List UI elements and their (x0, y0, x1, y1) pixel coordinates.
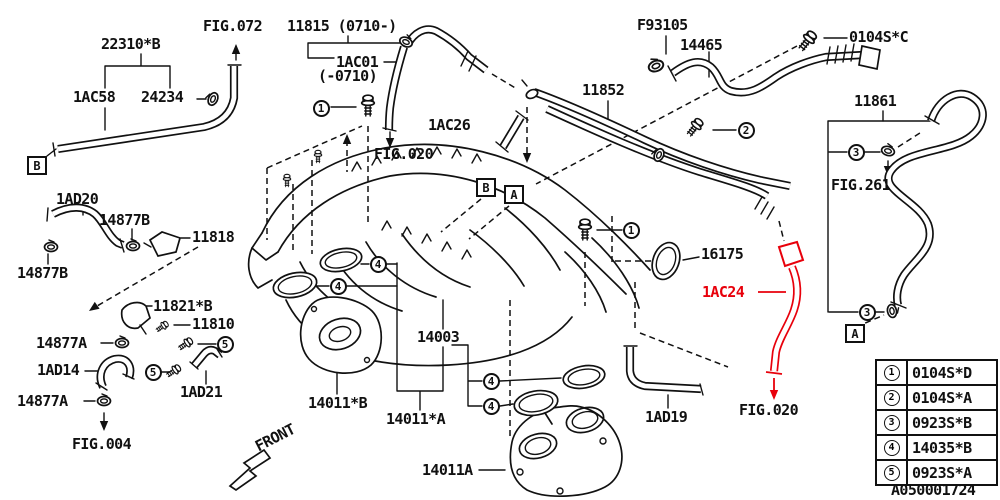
hose-1AC01-upper (405, 26, 488, 72)
callout-circle-4: 4 (329, 277, 347, 295)
gasket-rings (272, 241, 681, 425)
legend-callout-number: 3 (877, 411, 908, 434)
callout-circle-5: 5 (144, 363, 162, 381)
legend-part-code: 0104S*D (912, 363, 972, 382)
part-label-14003: 14003 (417, 328, 460, 346)
hose-11861 (886, 91, 986, 306)
callout-circle-3: 3 (858, 303, 876, 321)
connector-ref-box-B: B (476, 178, 496, 197)
throttle-body-14011A-drawing (509, 405, 623, 497)
legend-callout-number: 5 (877, 461, 908, 484)
legend-part-code: 0923S*A (912, 463, 972, 482)
part-label-14011B: 14011*B (308, 394, 368, 412)
throttle-body-14011B-drawing (299, 296, 383, 374)
legend-row: 1 0104S*D (877, 361, 996, 384)
part-label-14011A: 14011A (422, 461, 473, 479)
part-label-14877B-upper: 14877B (99, 211, 150, 229)
hoses-and-pipes (51, 25, 987, 394)
pipe-11852-upper (533, 89, 791, 189)
part-label-16175: 16175 (701, 245, 744, 263)
part-label-1AC01: 1AC01 (336, 53, 379, 71)
part-label-1AC58: 1AC58 (73, 88, 116, 106)
part-label-22310B: 22310*B (101, 35, 161, 53)
part-label-11815: 11815 (0710-) (287, 17, 397, 35)
callout-circle-4: 4 (369, 255, 387, 273)
part-label-11861: 11861 (854, 92, 897, 110)
callout-circle-2: 2 (737, 121, 755, 139)
part-label-1AC26: 1AC26 (428, 116, 471, 134)
leader-lines (46, 35, 931, 471)
legend-row: 4 14035*B (877, 434, 996, 459)
hose-1AD21 (192, 347, 222, 368)
fig-ref-020-bottom: FIG.020 (739, 401, 799, 419)
legend-number-circle: 5 (883, 464, 900, 481)
part-label-1AC24: 1AC24 (702, 283, 745, 301)
legend-part-code: 0104S*A (912, 388, 972, 407)
legend-row: 5 0923S*A (877, 459, 996, 484)
callout-circle-5: 5 (216, 335, 234, 353)
drawing-number: A050001724 (891, 481, 976, 499)
part-label-14877A-upper: 14877A (36, 334, 87, 352)
part-label-1AC01-range: (-0710) (318, 67, 378, 85)
pipe-1AD19 (627, 347, 702, 392)
part-label-1AD21: 1AD21 (180, 383, 223, 401)
part-label-11821B: 11821*B (153, 297, 213, 315)
highlighted-hose-1AC24 (754, 196, 805, 400)
part-label-11818: 11818 (192, 228, 235, 246)
legend-callout-number: 4 (877, 436, 908, 459)
legend-part-code: 14035*B (912, 438, 972, 457)
legend-row: 3 0923S*B (877, 409, 996, 434)
part-label-14877B-lower: 14877B (17, 264, 68, 282)
legend-number-circle: 3 (883, 414, 900, 431)
legend-part-code: 0923S*B (912, 413, 972, 432)
part-label-14877A-lower: 14877A (17, 392, 68, 410)
callout-circle-3: 3 (847, 143, 865, 161)
fittings-and-caps (46, 43, 940, 396)
part-label-14465: 14465 (680, 36, 723, 54)
legend-number-circle: 1 (883, 364, 900, 381)
legend-number-circle: 4 (883, 439, 900, 456)
connector-ref-box-B: B (27, 156, 47, 175)
part-label-11852: 11852 (582, 81, 625, 99)
callout-circle-4: 4 (482, 372, 500, 390)
hose-1AD20 (51, 205, 124, 248)
connector-ref-box-A: A (845, 324, 865, 343)
callout-circle-1: 1 (622, 221, 640, 239)
fig-ref-020-top: FIG.020 (374, 145, 434, 163)
legend-callout-number: 1 (877, 361, 908, 384)
part-label-24234: 24234 (141, 88, 184, 106)
part-label-1AD14: 1AD14 (37, 361, 80, 379)
legend-callout-number: 2 (877, 386, 908, 409)
part-label-11810: 11810 (192, 315, 235, 333)
part-label-0104SC: 0104S*C (849, 28, 909, 46)
legend-number-circle: 2 (883, 389, 900, 406)
fig-ref-004: FIG.004 (72, 435, 132, 453)
part-label-1AD20: 1AD20 (56, 190, 99, 208)
hose-14465 (671, 52, 863, 95)
fig-ref-072: FIG.072 (203, 17, 263, 35)
pipe-11852-lower (546, 106, 769, 199)
pipe-1AC26 (500, 115, 524, 149)
legend-table: 1 0104S*D 2 0104S*A 3 0923S*B 4 14035*B 5 0923S*A (875, 359, 998, 486)
hose-1AD14 (98, 356, 133, 389)
callout-circle-1: 1 (312, 99, 330, 117)
pipe-22310 (57, 66, 237, 152)
part-label-F93105: F93105 (637, 16, 688, 34)
connector-ref-box-A: A (504, 185, 524, 204)
callout-circle-4: 4 (482, 397, 500, 415)
legend-row: 2 0104S*A (877, 384, 996, 409)
front-direction-arrow (228, 448, 272, 492)
part-label-14011A-star: 14011*A (386, 410, 446, 428)
part-label-1AD19: 1AD19 (645, 408, 688, 426)
hose-1AC01-lower (386, 46, 407, 131)
fig-ref-261: FIG.261 (831, 176, 891, 194)
